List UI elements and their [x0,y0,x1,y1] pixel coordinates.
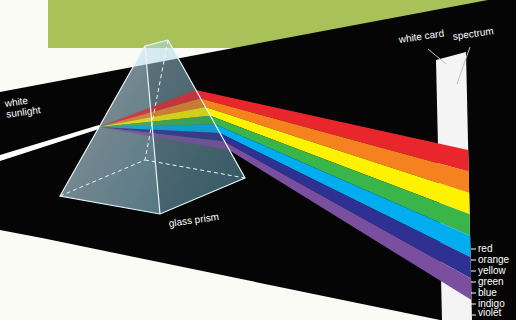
color-label: violet [478,307,501,318]
hidden-edges [60,40,245,196]
white-beam [0,125,99,161]
leader-lines [428,47,470,84]
color-label: red [478,243,492,254]
color-label: orange [478,254,509,265]
color-label: green [478,276,504,287]
color-label: blue [478,287,497,298]
color-label: yellow [478,265,506,276]
spectrum-fan [196,90,472,300]
leader-ticks [471,249,476,315]
prism-edges [60,40,245,214]
